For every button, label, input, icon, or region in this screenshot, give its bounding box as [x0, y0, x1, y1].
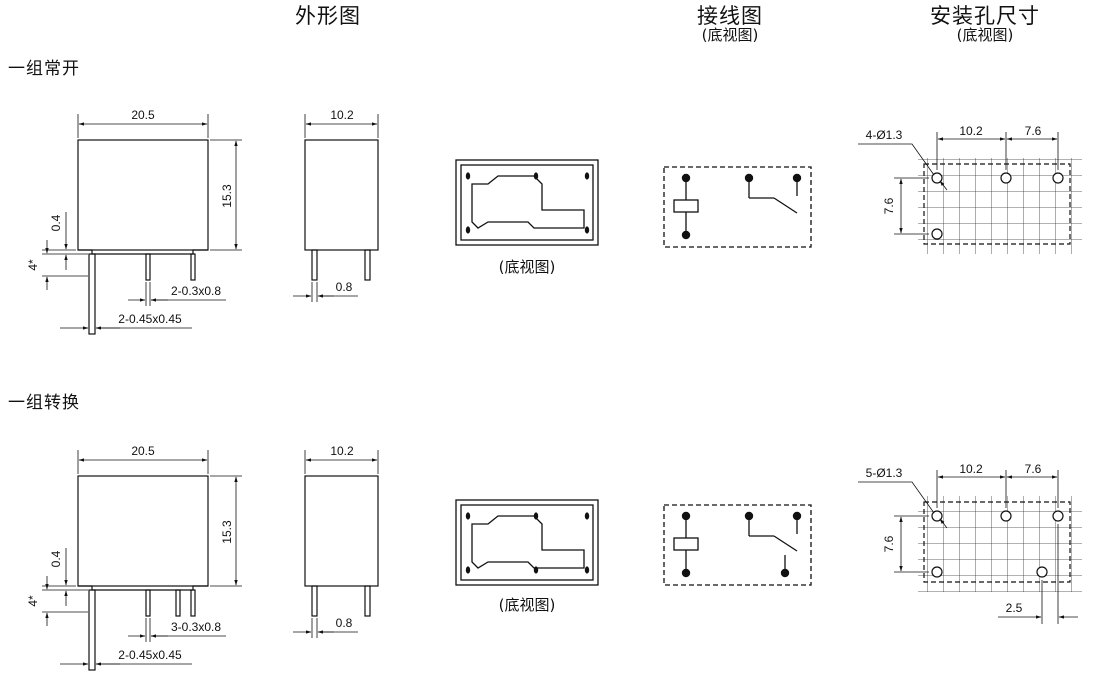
header-mounting-subtitle: (底视图)	[956, 26, 1014, 44]
row2-side-pin: 0.8	[336, 616, 353, 630]
row1-relay-body-front	[77, 139, 209, 251]
header-wiring-title: 接线图	[697, 4, 763, 28]
row2-front-height: 15.3	[220, 520, 234, 544]
row1-pin-thick	[88, 253, 96, 335]
row2-holes-label: 5-Ø1.3	[866, 466, 903, 480]
row2-bottom-caption: (底视图)	[499, 596, 556, 614]
row2-mounting	[858, 470, 1082, 624]
row1-bottom-view	[455, 159, 599, 246]
row1-holes-label: 4-Ø1.3	[866, 128, 903, 142]
row1-front-pins-big: 2-0.45x0.45	[118, 312, 182, 326]
row-label-changeover: 一组转换	[8, 393, 80, 413]
row2-front-pins-big: 2-0.45x0.45	[118, 648, 182, 662]
header-wiring: 接线图 (底视图)	[670, 6, 790, 43]
row2-relay-body-front	[77, 475, 209, 587]
row2-holes-offset: 2.5	[1006, 601, 1023, 615]
row1-mounting	[858, 132, 1082, 254]
header-outline-title: 外形图	[295, 4, 361, 28]
row2-side-width: 10.2	[330, 444, 354, 458]
row1-wiring	[663, 166, 812, 248]
row2-bottom-view	[455, 499, 599, 586]
row2-front-pins-small: 3-0.3x0.8	[171, 620, 221, 634]
row1-pin-a	[145, 253, 151, 281]
row1-side-width: 10.2	[330, 108, 354, 122]
header-outline: 外形图	[268, 6, 388, 27]
row2-front-width: 20.5	[131, 444, 155, 458]
row1-front-height: 15.3	[220, 184, 234, 208]
row1-relay-body-side	[304, 139, 379, 251]
row2-holes-pitch-x2: 7.6	[1025, 462, 1042, 476]
row2-wiring	[663, 504, 812, 586]
row2-front-view	[42, 450, 242, 671]
row1-front-view	[42, 114, 242, 335]
row1-front-width: 20.5	[131, 108, 155, 122]
row2-pin-thick	[88, 589, 96, 671]
row2-holes-pitch-y: 7.6	[882, 535, 896, 552]
row2-holes-pitch-x: 10.2	[959, 462, 983, 476]
row1-holes-pitch-x2: 7.6	[1025, 124, 1042, 138]
row1-front-pinlen: 4*	[26, 259, 40, 271]
row1-side-pin: 0.8	[336, 280, 353, 294]
header-wiring-subtitle: (底视图)	[701, 26, 759, 44]
header-mounting: 安装孔尺寸 (底视图)	[910, 6, 1060, 43]
row2-front-pinlen: 4*	[26, 595, 40, 607]
row-label-normally-open: 一组常开	[8, 59, 80, 79]
row1-side-view	[293, 114, 379, 302]
row2-front-gap: 0.4	[49, 550, 63, 567]
row2-relay-body-side	[304, 475, 379, 587]
row1-bottom-caption: (底视图)	[499, 258, 556, 276]
row1-front-gap: 0.4	[49, 214, 63, 231]
row1-holes-pitch-y: 7.6	[882, 197, 896, 214]
row1-holes-pitch-x: 10.2	[959, 124, 983, 138]
header-mounting-title: 安装孔尺寸	[930, 4, 1040, 28]
row2-side-view	[293, 450, 379, 638]
row1-pin-b	[190, 253, 196, 281]
row1-front-pins-small: 2-0.3x0.8	[171, 284, 221, 298]
